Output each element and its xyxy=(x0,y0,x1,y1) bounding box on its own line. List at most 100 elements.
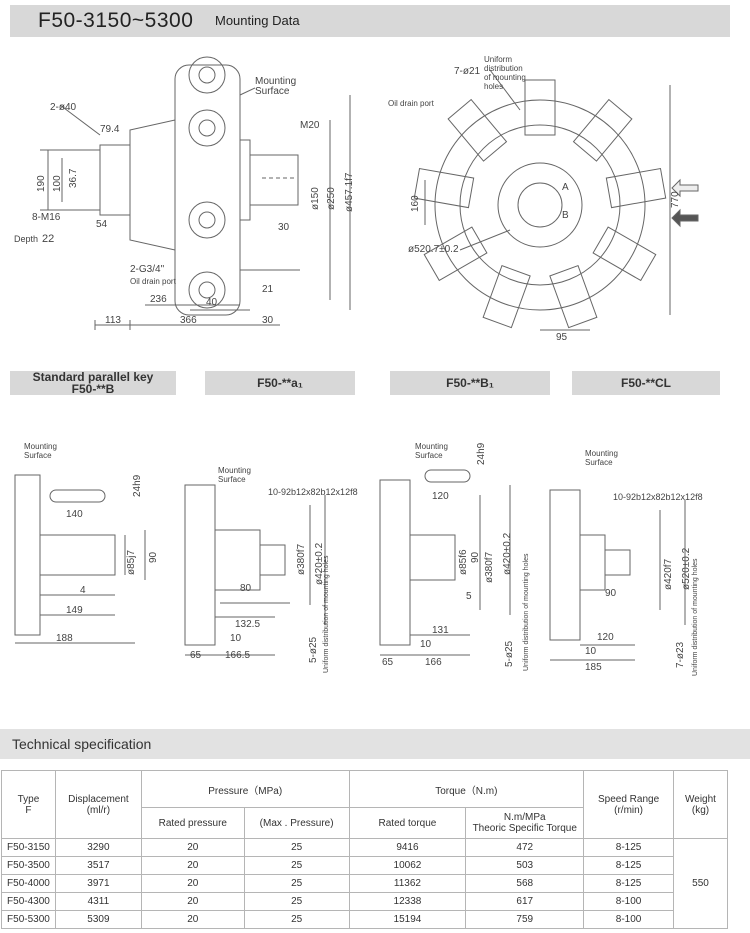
cell-displacement: 3290 xyxy=(54,838,142,857)
cell-rated-torque: 15194 xyxy=(348,910,467,929)
shaft-b-85j7: ø85j7 xyxy=(126,550,137,575)
dim-113: 113 xyxy=(105,315,121,326)
shaft-b1-uniform: Uniform distribution of mounting holes xyxy=(523,553,530,671)
cell-max-pressure: 25 xyxy=(243,910,350,929)
shaft-b1-65: 65 xyxy=(382,657,394,668)
cell-speed: 8-125 xyxy=(583,838,674,857)
shaft-b-140: 140 xyxy=(66,509,83,520)
model-title: F50-3150~5300 xyxy=(38,9,194,32)
shaft-cl-surface: Surface xyxy=(585,458,613,467)
shaft-b1-mounting: Mounting xyxy=(415,442,448,451)
dim-30-b: 30 xyxy=(262,315,274,326)
shaft-a1-132-5: 132.5 xyxy=(235,619,260,630)
cell-rated-pressure: 20 xyxy=(140,856,245,875)
dim-36-7: 36.7 xyxy=(68,168,79,188)
shaft-b-188: 188 xyxy=(56,633,73,644)
dim-770: 770 xyxy=(670,191,681,208)
shaft-a1-spline: 10-92b12x82b12x12f8 xyxy=(268,487,358,497)
shaft-b1-166: 166 xyxy=(425,657,442,668)
shaft-cl-120: 120 xyxy=(597,632,614,643)
shaft-b1-90: 90 xyxy=(470,551,481,563)
holes-label: holes xyxy=(484,82,503,91)
spec-subheader-row: Rated pressure (Max . Pressure) Rated to… xyxy=(2,807,728,839)
cell-rated-pressure: 20 xyxy=(140,892,245,911)
col-rated-torque: Rated torque xyxy=(348,807,467,839)
shaft-b1-120: 120 xyxy=(432,491,449,502)
cell-max-pressure: 25 xyxy=(243,874,350,893)
shaft-b-drawing: Mounting Surface 24h9 140 ø85j7 90 4 149… xyxy=(14,442,159,644)
shaft-b1-10: 10 xyxy=(420,639,432,650)
cell-rated-torque: 12338 xyxy=(348,892,467,911)
dim-160: 160 xyxy=(410,195,421,212)
cell-displacement: 3971 xyxy=(54,874,142,893)
port-a-label: A xyxy=(562,182,569,193)
shaft-a1-80: 80 xyxy=(240,583,252,594)
depth-label: Depth xyxy=(14,234,38,244)
shaft-cl-mounting: Mounting xyxy=(585,449,618,458)
shaft-b1-drawing: Mounting Surface 24h9 120 ø85f6 90 ø380f… xyxy=(379,442,530,671)
shaft-a1-10: 10 xyxy=(230,633,242,644)
dim-2-40: 2-ø40 xyxy=(50,102,77,113)
mounting-data-label: Mounting Data xyxy=(215,13,300,28)
col-pressure: Pressure（MPa) xyxy=(140,770,350,808)
cell-rated-pressure: 20 xyxy=(140,838,245,857)
cell-type: F50-3150 xyxy=(1,838,56,857)
cell-max-pressure: 25 xyxy=(243,892,350,911)
shaft-cl-spline: 10-92b12x82b12x12f8 xyxy=(613,492,703,502)
shaft-a1-uniform: Uniform distribution of mounting holes xyxy=(323,555,330,673)
cell-rated-torque: 10062 xyxy=(348,856,467,875)
cell-speed: 8-100 xyxy=(583,910,674,929)
cell-type: F50-5300 xyxy=(1,910,56,929)
shaft-b1-85f6: ø85f6 xyxy=(458,549,469,575)
dim-79-4: 79.4 xyxy=(100,124,120,135)
dim-100: 100 xyxy=(52,175,63,192)
cell-specific-torque: 503 xyxy=(465,856,585,875)
table-row: F50-3150 3290 20 25 9416 472 8-125 550 xyxy=(1,838,728,929)
oil-drain-label: Oil drain port xyxy=(130,277,177,286)
col-displacement: Displacement(ml/r) xyxy=(54,770,142,839)
of-mounting-label: of mounting xyxy=(484,73,526,82)
shaft-cl-uniform: Uniform distribution of mounting holes xyxy=(692,558,699,676)
shaft-cl-7-23: 7-ø23 xyxy=(675,641,686,668)
shaft-b1-131: 131 xyxy=(432,625,449,636)
dim-457: ø457.1f7 xyxy=(344,172,355,212)
cell-rated-pressure: 20 xyxy=(140,874,245,893)
tab-standard-key-line1: Standard parallel key xyxy=(32,370,154,384)
cell-specific-torque: 472 xyxy=(465,838,585,857)
dim-g3-4: 2-G3/4" xyxy=(130,264,165,275)
dim-21: 21 xyxy=(262,284,274,295)
tab-b1: F50-**B₁ xyxy=(390,371,550,395)
distribution-label: distribution xyxy=(484,64,523,73)
spec-section-header: Technical specification xyxy=(0,729,750,759)
shaft-a1-166-5: 166.5 xyxy=(225,650,250,661)
col-torque: Torque（N.m) xyxy=(348,770,585,808)
col-weight: Weight(kg) xyxy=(673,770,728,839)
shaft-b-24h9: 24h9 xyxy=(132,474,143,497)
cell-weight: 550 xyxy=(673,838,728,929)
tab-cl: F50-**CL xyxy=(572,371,720,395)
shaft-a1-surface: Surface xyxy=(218,475,246,484)
cell-type: F50-3500 xyxy=(1,856,56,875)
dim-250: ø250 xyxy=(326,187,337,210)
tab-standard-key-line2: F50-**B xyxy=(71,382,115,396)
side-view-drawing: 2-ø40 79.4 100 190 36.7 8-M16 54 M20 ø15… xyxy=(14,56,355,330)
cell-rated-torque: 11362 xyxy=(348,874,467,893)
shaft-b1-surface: Surface xyxy=(415,451,443,460)
shaft-cl-420: ø420f7 xyxy=(663,558,674,590)
shaft-b-mounting: Mounting xyxy=(24,442,57,451)
shaft-b1-5-25: 5-ø25 xyxy=(504,640,515,667)
shaft-b-149: 149 xyxy=(66,605,83,616)
cell-displacement: 4311 xyxy=(54,892,142,911)
cell-max-pressure: 25 xyxy=(243,838,350,857)
col-max-pressure: (Max . Pressure) xyxy=(243,807,350,839)
cell-displacement: 5309 xyxy=(54,910,142,929)
cell-type: F50-4000 xyxy=(1,874,56,893)
dim-190: 190 xyxy=(36,175,47,192)
col-speed: Speed Range(r/min) xyxy=(583,770,674,839)
dim-95: 95 xyxy=(556,332,568,340)
table-row: F50-4000 3971 20 25 11362 568 8-125 xyxy=(1,874,728,893)
tab-standard-key: Standard parallel key F50-**B xyxy=(10,371,176,395)
